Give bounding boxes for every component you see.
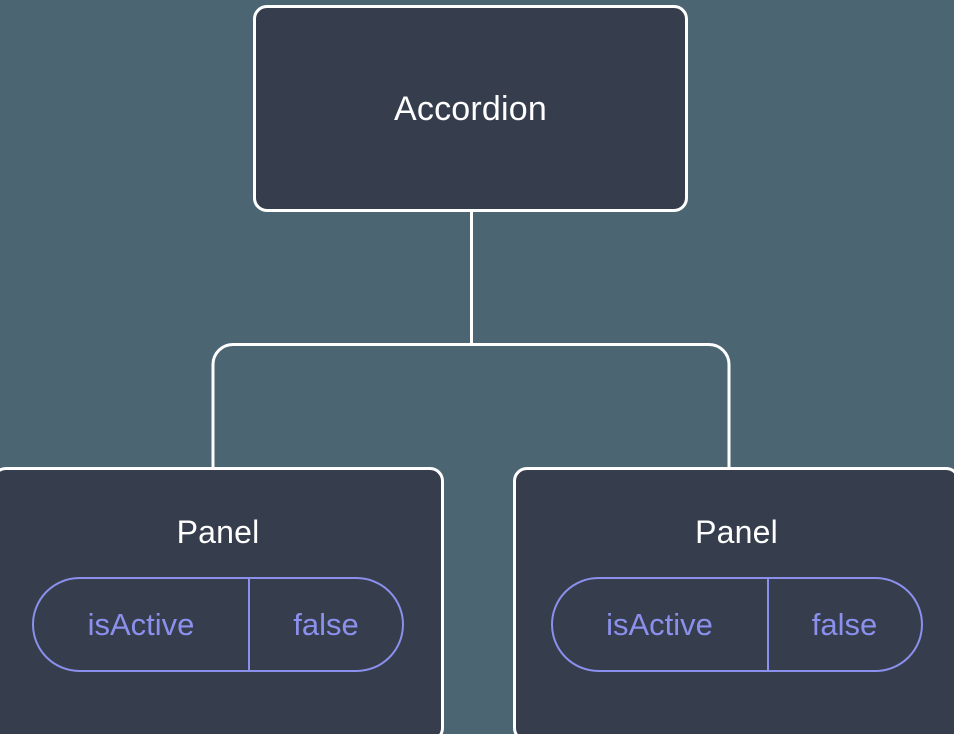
state-badge-key: isActive <box>87 607 195 642</box>
state-badge[interactable]: isActive false <box>550 577 923 672</box>
state-badge-value: false <box>766 579 921 670</box>
node-accordion[interactable]: Accordion <box>253 5 688 212</box>
state-badge-value: false <box>248 579 402 670</box>
node-accordion-label: Accordion <box>394 89 547 128</box>
state-badge[interactable]: isActive false <box>32 577 404 672</box>
connector-edge-left <box>211 343 472 468</box>
node-panel-label: Panel <box>176 514 260 550</box>
state-badge-key: isActive <box>606 607 713 642</box>
connector-edge-right <box>471 343 731 468</box>
node-panel[interactable]: Panel isActive false <box>513 467 954 734</box>
node-panel-label: Panel <box>695 514 778 550</box>
node-panel[interactable]: Panel isActive false <box>0 467 444 734</box>
